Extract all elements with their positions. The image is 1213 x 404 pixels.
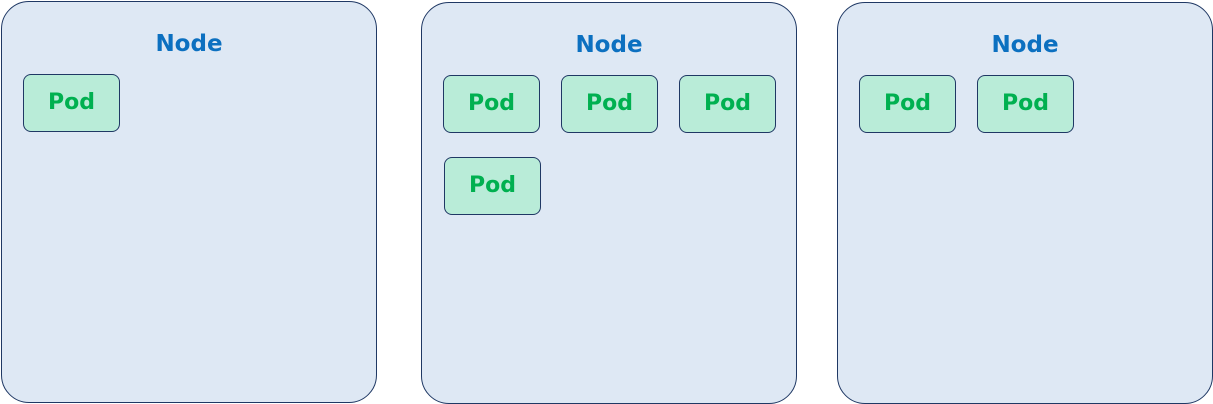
pod-label: Pod (468, 91, 515, 116)
pod-box: Pod (977, 75, 1074, 133)
node-box: Node Pod Pod Pod Pod (421, 2, 797, 404)
pod-box: Pod (444, 157, 541, 215)
node-title: Node (575, 32, 643, 58)
pod-box: Pod (443, 75, 540, 133)
pod-label: Pod (1002, 91, 1049, 116)
pod-label: Pod (884, 91, 931, 116)
pod-label: Pod (48, 90, 95, 115)
node-title: Node (155, 31, 223, 57)
pod-label: Pod (586, 91, 633, 116)
node-box: Node Pod Pod (837, 2, 1213, 404)
pod-label: Pod (469, 173, 516, 198)
pod-label: Pod (704, 91, 751, 116)
node-title: Node (991, 32, 1059, 58)
pod-box: Pod (679, 75, 776, 133)
pod-box: Pod (23, 74, 120, 132)
pod-box: Pod (561, 75, 658, 133)
node-box: Node Pod (1, 1, 377, 403)
pod-box: Pod (859, 75, 956, 133)
